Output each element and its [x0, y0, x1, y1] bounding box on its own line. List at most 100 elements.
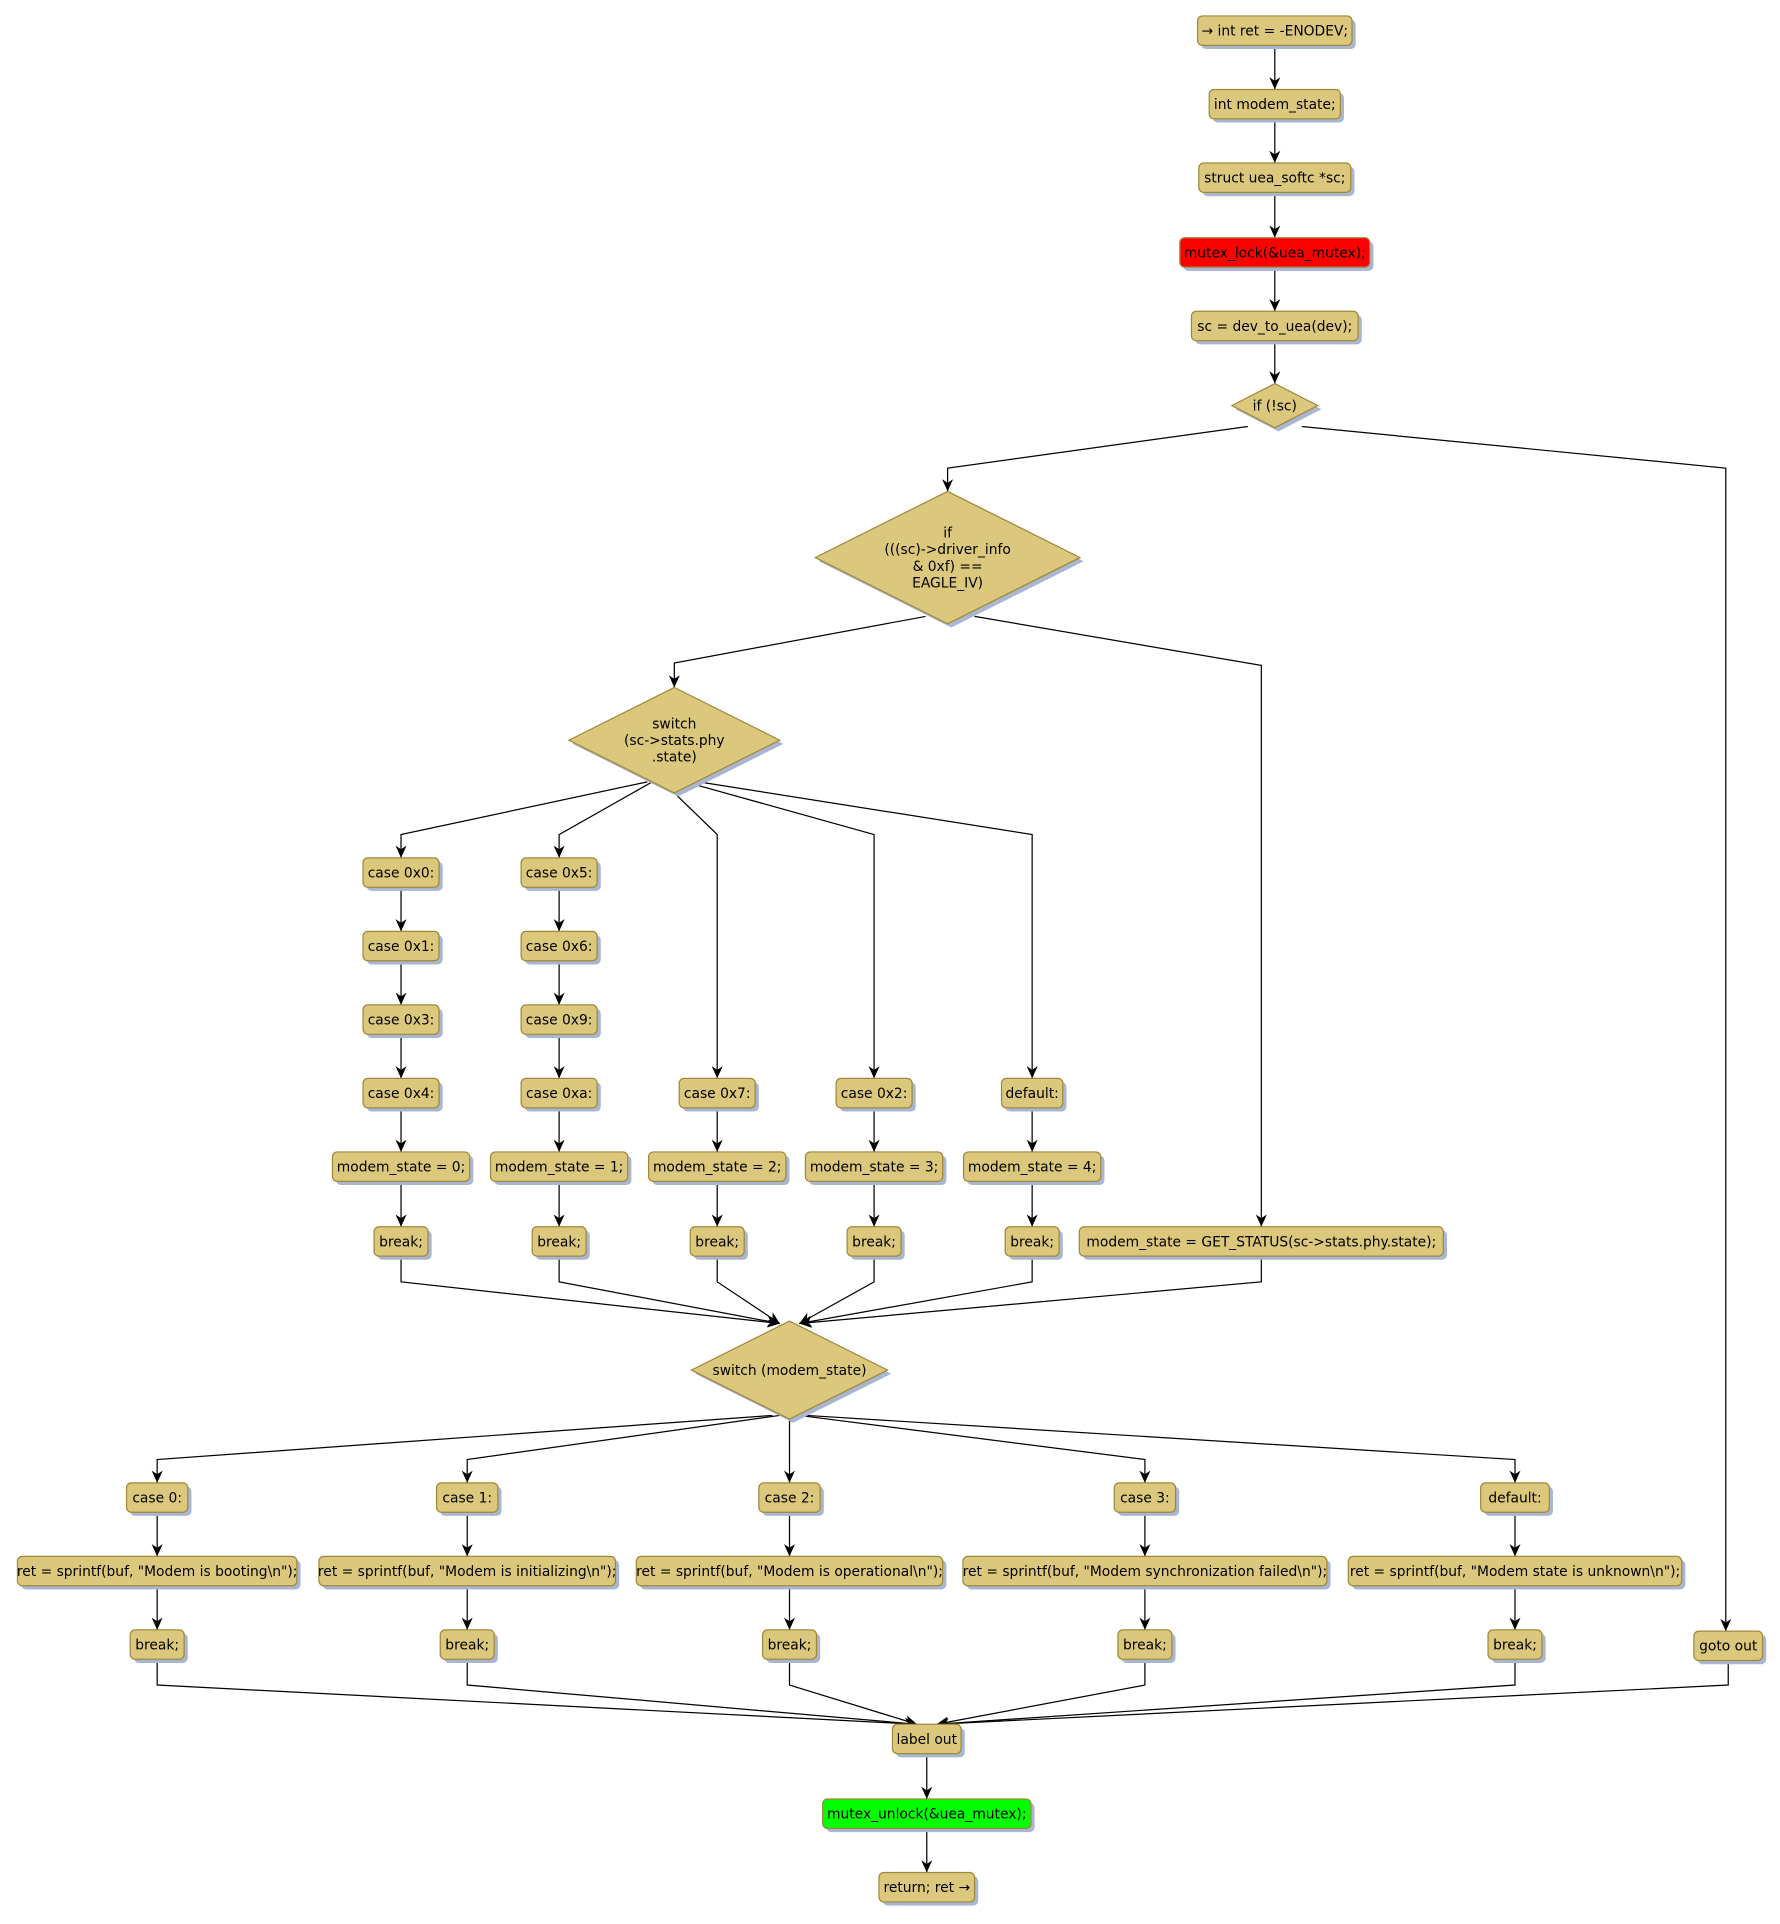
node-label: ret = sprintf(buf, "Modem is booting\n")…	[17, 1564, 298, 1580]
flow-edge	[673, 615, 926, 688]
node-box	[331, 1151, 471, 1182]
flow-edge	[673, 792, 718, 1079]
arrowhead-icon	[1139, 1470, 1151, 1483]
flow-node-c6: break;	[689, 1226, 748, 1260]
node-box	[1113, 1482, 1177, 1513]
node-box	[1004, 1226, 1060, 1257]
nodes: → int ret = -ENODEV; int modem_state;stru…	[16, 15, 1767, 1906]
node-label: break;	[852, 1234, 896, 1250]
node-label: case 2:	[765, 1490, 815, 1506]
node-box	[1480, 1482, 1550, 1513]
node-label: case 0x9:	[526, 1012, 593, 1028]
node-label: case 3:	[1120, 1490, 1170, 1506]
flow-node-a1: case 0x0:	[362, 857, 443, 891]
node-box	[520, 930, 598, 962]
node-label: modem_state = GET_STATUS(sc->stats.phy.s…	[1086, 1234, 1436, 1250]
arrowhead-icon	[1026, 1214, 1038, 1227]
arrowhead-icon	[1509, 1617, 1521, 1630]
flow-node-s3a: case 3:	[1113, 1482, 1180, 1516]
diamond-shape	[1230, 382, 1320, 429]
flow-edge	[936, 1660, 1516, 1725]
arrowhead-icon	[783, 1544, 796, 1557]
flow-node-gt: goto out	[1693, 1630, 1767, 1665]
flow-edge	[799, 1256, 1033, 1325]
flow-edge	[799, 1256, 1262, 1325]
arrowhead-icon	[711, 1139, 723, 1152]
node-label: case 0x1:	[368, 939, 435, 955]
flow-edge	[400, 781, 648, 858]
node-box	[1179, 237, 1371, 268]
node-label: break;	[379, 1234, 423, 1250]
arrowhead-icon	[799, 1316, 813, 1328]
arrowhead-icon	[553, 1139, 565, 1152]
decision-d3: switch (modem_state)	[690, 1320, 892, 1423]
node-box	[647, 1151, 787, 1182]
node-box	[520, 1004, 598, 1035]
arrowhead-icon	[903, 1715, 917, 1726]
arrowhead-icon	[1269, 371, 1281, 384]
flow-edge	[936, 1660, 1146, 1725]
node-label: ret = sprintf(buf, "Modem is initializin…	[318, 1564, 617, 1580]
flow-node-a6: break;	[373, 1226, 432, 1260]
node-label: default:	[1488, 1490, 1541, 1506]
flow-node-e5: modem_state = 3;	[804, 1151, 947, 1186]
decision-label-line: if (!sc)	[1253, 399, 1297, 415]
decision-label-line: (((sc)->driver_info	[884, 542, 1011, 558]
flow-node-s0c: break;	[129, 1629, 188, 1663]
flow-node-s2c: break;	[761, 1629, 821, 1663]
arrowhead-icon	[1720, 1618, 1732, 1632]
flow-node-n4: sc = dev_to_uea(dev);	[1190, 310, 1362, 345]
arrowhead-icon	[461, 1544, 473, 1557]
arrowhead-icon	[668, 675, 680, 688]
flow-edge	[156, 1660, 917, 1725]
flow-node-b6: break;	[531, 1226, 590, 1260]
arrowhead-icon	[766, 1312, 780, 1324]
flow-node-a4: case 0x4:	[362, 1077, 443, 1112]
flow-node-b1: case 0x5:	[520, 857, 601, 891]
node-box	[1117, 1629, 1173, 1660]
flow-node-s4a: default:	[1480, 1482, 1553, 1516]
arrowhead-icon	[395, 1139, 407, 1152]
flow-edge	[693, 783, 875, 1079]
flow-node-n2: struct uea_softc *sc;	[1198, 162, 1355, 197]
flow-node-f5: modem_state = 4;	[962, 1151, 1105, 1186]
flow-edge	[558, 1256, 780, 1325]
node-box	[635, 1555, 944, 1587]
node-box	[1347, 1555, 1683, 1587]
node-box	[1000, 1077, 1064, 1109]
node-box	[439, 1629, 495, 1660]
node-box	[362, 1077, 440, 1109]
node-label: case 0x3:	[368, 1012, 435, 1028]
node-box	[962, 1151, 1102, 1182]
flow-node-c5: modem_state = 2;	[647, 1151, 790, 1186]
node-box	[1208, 88, 1341, 120]
node-label: break;	[1123, 1637, 1167, 1653]
arrowhead-icon	[553, 845, 565, 858]
flow-node-s2b: ret = sprintf(buf, "Modem is operational…	[635, 1555, 947, 1590]
diamond-shape	[813, 490, 1082, 625]
flow-node-lo: label out	[891, 1723, 965, 1758]
arrowhead-icon	[1269, 299, 1281, 312]
node-label: break;	[445, 1637, 489, 1653]
node-label: modem_state = 0;	[337, 1160, 465, 1176]
decision-label-line: EAGLE_IV)	[912, 575, 983, 591]
arrowhead-icon	[1509, 1544, 1521, 1557]
node-box	[16, 1555, 298, 1587]
decision-label-line: switch	[652, 717, 696, 733]
flow-node-a2: case 0x1:	[362, 930, 443, 965]
arrowhead-icon	[553, 1214, 565, 1227]
flow-node-s2a: case 2:	[758, 1482, 824, 1516]
flow-node-s1a: case 1:	[435, 1482, 502, 1516]
node-label: ret = sprintf(buf, "Modem synchronizatio…	[963, 1564, 1327, 1580]
arrowhead-icon	[783, 1617, 796, 1630]
node-label: default:	[1005, 1086, 1058, 1102]
flow-node-a5: modem_state = 0;	[331, 1151, 474, 1186]
arrowhead-icon	[395, 1214, 407, 1227]
node-label: int modem_state;	[1214, 97, 1336, 113]
decision-d1: if(((sc)->driver_info& 0xf) ==EAGLE_IV)	[813, 490, 1084, 628]
arrowhead-icon	[868, 1139, 880, 1152]
node-box	[489, 1151, 629, 1182]
node-label: → int ret = -ENODEV;	[1202, 24, 1349, 40]
arrowhead-icon	[553, 919, 565, 932]
node-label: mutex_unlock(&uea_mutex);	[827, 1807, 1026, 1823]
